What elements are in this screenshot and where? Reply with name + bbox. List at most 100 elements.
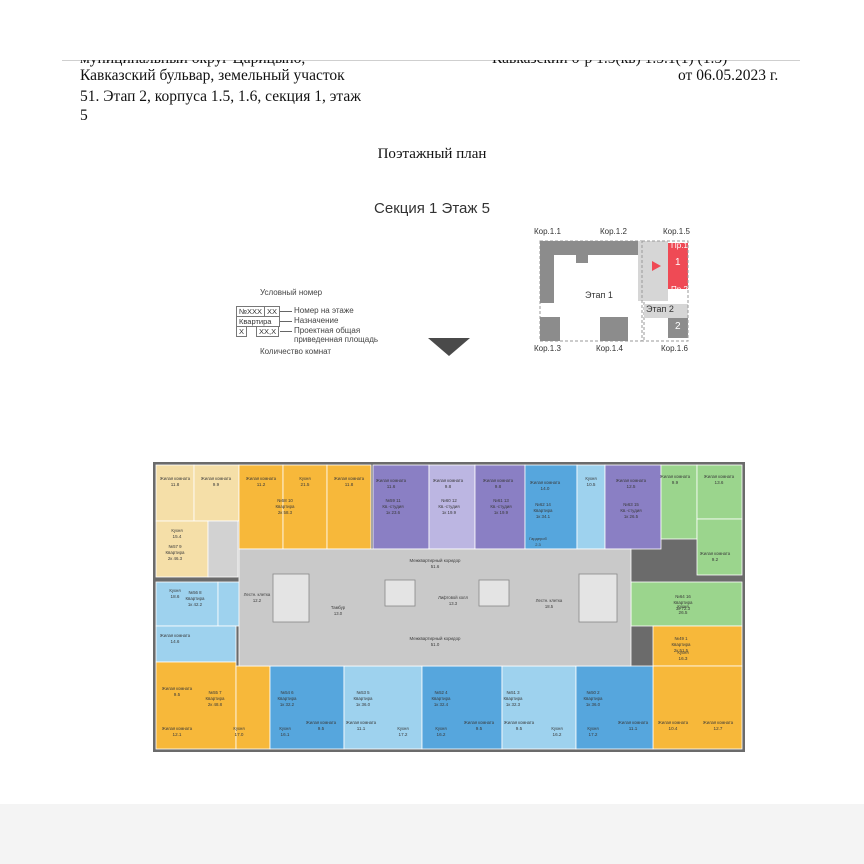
apartment-zone xyxy=(235,665,271,750)
apartment-kind: Кв.-студия xyxy=(620,508,642,513)
apartment-kind: Квартира xyxy=(206,696,226,701)
room-name: Жилая комната xyxy=(433,478,464,483)
room-area: 10.4 xyxy=(669,726,678,731)
room-name: Кухня xyxy=(169,588,180,593)
room-name: Жилая комната xyxy=(658,720,689,725)
apartment-area: 1к 26.5 xyxy=(624,514,639,519)
apartment-number: №50 2 xyxy=(586,690,600,695)
room-area: 21.5 xyxy=(301,482,310,487)
stair-left-label: Лестн. клетка xyxy=(244,592,271,597)
room-name: Жилая комната xyxy=(704,474,735,479)
apartment-area: 2к 46.3 xyxy=(168,556,183,561)
room-area: 11.1 xyxy=(357,726,366,731)
legend-caption-rooms: Количество комнат xyxy=(260,347,332,356)
header-address-line-1: Кавказский бульвар, земельный участок xyxy=(80,67,345,84)
room-area: 9.5 xyxy=(318,726,325,731)
apartment-number: №52 4 xyxy=(434,690,448,695)
room-name: Кухня xyxy=(233,726,244,731)
apartment-number: №51 3 xyxy=(506,690,520,695)
room-name: Жилая комната xyxy=(700,551,731,556)
room-name: Жилая комната xyxy=(530,480,561,485)
room-name: Жилая комната xyxy=(376,478,407,483)
apartment-zone xyxy=(604,464,662,550)
legend-caption-floor: Номер на этаже xyxy=(294,306,354,315)
apartment-number: №58 10 xyxy=(277,498,293,503)
room-area: 15.4 xyxy=(173,534,182,539)
room-name: Жилая комната xyxy=(618,720,649,725)
legend-caption-area-2: приведенная площадь xyxy=(294,335,379,344)
corridor-top-area: 51.6 xyxy=(431,564,440,569)
apartment-number: №56 8 xyxy=(188,590,202,595)
apartment-number: №55 7 xyxy=(208,690,222,695)
room-name: Кухня xyxy=(677,604,688,609)
apartment-area: 1к 32.2 xyxy=(280,702,295,707)
room-name: Жилая комната xyxy=(306,720,337,725)
apartment-zone xyxy=(207,520,239,578)
apartment-kind: Кв.-студия xyxy=(490,504,512,509)
corridor-bottom-area: 51.0 xyxy=(431,642,440,647)
apartment-kind: Квартира xyxy=(504,696,524,701)
room-name: Жилая комната xyxy=(334,476,365,481)
apartment-area: 1к 36.0 xyxy=(356,702,371,707)
apartment-kind: Квартира xyxy=(674,600,694,605)
apartment-zone xyxy=(193,464,240,522)
room-area: 9.8 xyxy=(445,484,452,489)
section-title: Секция 1 Этаж 5 xyxy=(374,200,490,217)
room-area: 9.9 xyxy=(672,480,679,485)
apartment-zone xyxy=(524,464,578,550)
room-area: 16.3 xyxy=(679,656,688,661)
apartment-kind: Квартира xyxy=(276,504,296,509)
apartment-kind: Квартира xyxy=(186,596,206,601)
room-name: Жилая комната xyxy=(616,478,647,483)
room-area: 9.5 xyxy=(516,726,523,731)
apartment-number: №63 15 xyxy=(623,502,639,507)
apartment-zone xyxy=(474,464,526,550)
room-area: 11.8 xyxy=(171,482,180,487)
key-label-top: Кор.1.2 xyxy=(600,227,627,236)
room-area: 11.8 xyxy=(345,482,354,487)
room-area: 9.8 xyxy=(495,484,502,489)
core-shaft xyxy=(578,573,618,623)
apartment-number: №53 5 xyxy=(356,690,370,695)
key-plan: Кор.1.1 Кор.1.2 Кор.1.5 Этап 1 Этап 2 Пр… xyxy=(530,224,698,356)
room-area: 14.6 xyxy=(171,639,180,644)
apartment-area: 1к 36.0 xyxy=(586,702,601,707)
room-name: Кухня xyxy=(551,726,562,731)
apartment-kind: Квартира xyxy=(672,642,692,647)
room-area: 12.5 xyxy=(627,484,636,489)
legend-caption-kind: Назначение xyxy=(294,316,339,325)
apartment-area: 1к 32.4 xyxy=(434,702,449,707)
apartment-area: 2к 58.3 xyxy=(278,510,293,515)
room-area: 18.6 xyxy=(171,594,180,599)
room-name: Жилая комната xyxy=(162,726,193,731)
room-area: 17.0 xyxy=(235,732,244,737)
header-address-line-2: 51. Этап 2, корпуса 1.5, 1.6, секция 1, … xyxy=(80,88,361,105)
legend-leader xyxy=(280,321,292,322)
legend-caption-area-1: Проектная общая xyxy=(294,326,361,335)
room-name: Жилая комната xyxy=(483,478,514,483)
room-area: 10.5 xyxy=(587,482,596,487)
room-area: 9.9 xyxy=(213,482,220,487)
apartment-kind: Квартира xyxy=(166,550,186,555)
apartment-zone xyxy=(421,665,503,750)
apartment-area: 3к 72.3 xyxy=(676,606,691,611)
apartment-number: №60 12 xyxy=(441,498,457,503)
room-area: 9.5 xyxy=(476,726,483,731)
apartment-zone xyxy=(372,464,430,550)
room-area: 9.5 xyxy=(174,692,181,697)
key-label-bottom: Кор.1.4 xyxy=(596,344,623,353)
apartment-kind: Квартира xyxy=(534,508,554,513)
wardrobe-area: 2.3 xyxy=(535,542,541,547)
room-name: Жилая комната xyxy=(201,476,232,481)
apartment-kind: Квартира xyxy=(432,696,452,701)
apartment-area: 1к 42.2 xyxy=(188,602,203,607)
apartment-zone xyxy=(575,665,654,750)
apartment-area: 1к 34.1 xyxy=(536,514,551,519)
apartment-number: №54 6 xyxy=(280,690,294,695)
apartment-zone xyxy=(501,665,577,750)
apartment-zone xyxy=(652,625,743,667)
room-area: 9.2 xyxy=(712,557,719,562)
room-area: 17.2 xyxy=(399,732,408,737)
room-name: Жилая комната xyxy=(246,476,277,481)
